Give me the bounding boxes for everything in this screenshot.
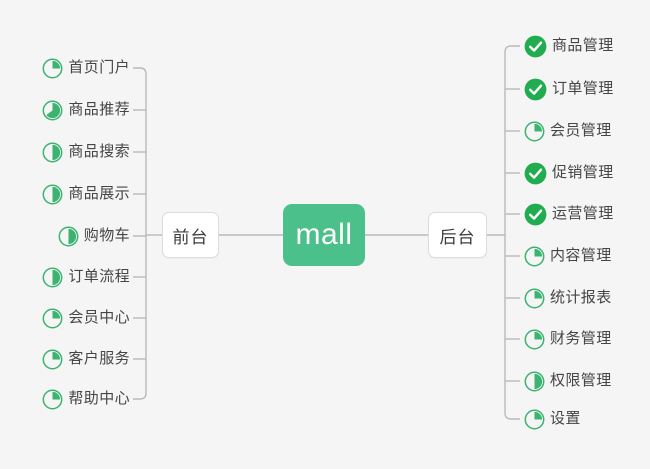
check-circle-icon <box>524 162 547 185</box>
leaf-item-backend-3[interactable]: 促销管理 <box>524 160 614 186</box>
root-node-mall[interactable]: mall <box>283 204 365 266</box>
pie-progress-icon <box>524 371 545 392</box>
leaf-item-label: 商品搜索 <box>68 143 130 160</box>
leaf-item-backend-1[interactable]: 订单管理 <box>524 76 614 102</box>
pie-progress-icon <box>524 329 545 350</box>
leaf-item-backend-7[interactable]: 财务管理 <box>524 326 612 352</box>
pie-progress-icon <box>58 226 79 247</box>
pie-progress-icon <box>42 267 63 288</box>
pie-progress-icon <box>42 142 63 163</box>
check-circle-icon <box>524 203 547 226</box>
pie-progress-icon <box>42 308 63 329</box>
leaf-item-backend-9[interactable]: 设置 <box>524 406 581 432</box>
leaf-item-label: 统计报表 <box>550 289 612 306</box>
leaf-item-backend-0[interactable]: 商品管理 <box>524 33 614 59</box>
leaf-item-backend-2[interactable]: 会员管理 <box>524 118 612 144</box>
leaf-item-frontend-0[interactable]: 首页门户 <box>42 55 130 81</box>
leaf-item-backend-8[interactable]: 权限管理 <box>524 368 612 394</box>
leaf-item-label: 订单流程 <box>68 268 130 285</box>
pie-progress-icon <box>42 100 63 121</box>
leaf-item-label: 商品推荐 <box>68 101 130 118</box>
leaf-item-label: 设置 <box>550 410 581 427</box>
branch-node-frontend-label: 前台 <box>172 227 209 247</box>
leaf-item-label: 购物车 <box>83 227 130 244</box>
leaf-item-frontend-7[interactable]: 客户服务 <box>42 346 130 372</box>
leaf-item-label: 帮助中心 <box>68 390 130 407</box>
leaf-item-backend-6[interactable]: 统计报表 <box>524 285 612 311</box>
leaf-item-frontend-6[interactable]: 会员中心 <box>42 305 130 331</box>
leaf-item-frontend-3[interactable]: 商品展示 <box>42 181 130 207</box>
leaf-item-label: 权限管理 <box>550 372 612 389</box>
root-node-label: mall <box>295 218 353 251</box>
leaf-item-backend-4[interactable]: 运营管理 <box>524 201 614 227</box>
leaf-item-label: 会员中心 <box>68 309 130 326</box>
pie-progress-icon <box>42 349 63 370</box>
branch-node-backend[interactable]: 后台 <box>428 212 487 258</box>
pie-progress-icon <box>524 121 545 142</box>
leaf-item-label: 商品管理 <box>552 37 614 54</box>
pie-progress-icon <box>42 184 63 205</box>
pie-progress-icon <box>524 246 545 267</box>
leaf-item-label: 运营管理 <box>552 205 614 222</box>
leaf-item-label: 客户服务 <box>68 350 130 367</box>
pie-progress-icon <box>524 409 545 430</box>
leaf-item-label: 财务管理 <box>550 330 612 347</box>
leaf-item-frontend-5[interactable]: 订单流程 <box>42 264 130 290</box>
branch-node-frontend[interactable]: 前台 <box>162 212 219 258</box>
leaf-item-frontend-1[interactable]: 商品推荐 <box>42 97 130 123</box>
leaf-item-label: 内容管理 <box>550 247 612 264</box>
pie-progress-icon <box>42 389 63 410</box>
leaf-item-label: 促销管理 <box>552 164 614 181</box>
leaf-item-label: 首页门户 <box>68 59 130 76</box>
leaf-item-frontend-2[interactable]: 商品搜索 <box>42 139 130 165</box>
leaf-item-frontend-8[interactable]: 帮助中心 <box>42 386 130 412</box>
leaf-item-backend-5[interactable]: 内容管理 <box>524 243 612 269</box>
pie-progress-icon <box>524 288 545 309</box>
leaf-item-frontend-4[interactable]: 购物车 <box>58 223 130 249</box>
branch-node-backend-label: 后台 <box>439 227 476 247</box>
leaf-item-label: 订单管理 <box>552 80 614 97</box>
leaf-item-label: 会员管理 <box>550 122 612 139</box>
pie-progress-icon <box>42 58 63 79</box>
leaf-item-label: 商品展示 <box>68 185 130 202</box>
check-circle-icon <box>524 35 547 58</box>
check-circle-icon <box>524 78 547 101</box>
